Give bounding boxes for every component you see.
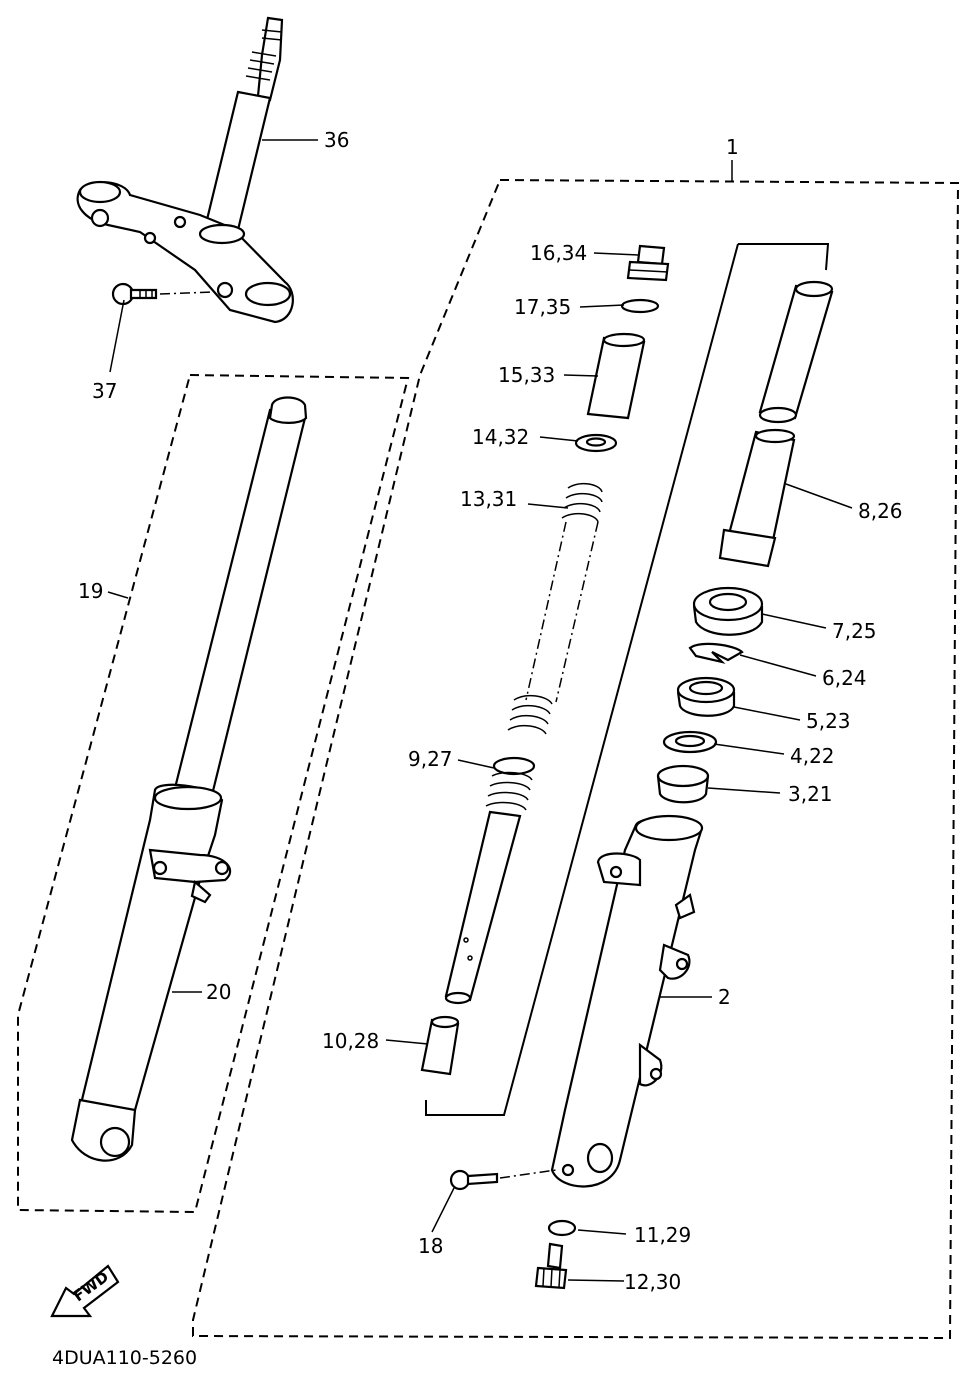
callout-7-25: 7,25 bbox=[832, 619, 877, 643]
o-ring-part-17-35 bbox=[620, 298, 660, 314]
outer-tube-part-2 bbox=[550, 814, 704, 1188]
callout-5-23: 5,23 bbox=[806, 709, 851, 733]
washer-part-14-32 bbox=[574, 433, 618, 453]
callout-1: 1 bbox=[726, 135, 739, 159]
callout-17-35: 17,35 bbox=[514, 295, 571, 319]
callout-20: 20 bbox=[206, 980, 231, 1004]
callout-37: 37 bbox=[92, 379, 117, 403]
spacer-part-15-33 bbox=[586, 332, 646, 420]
callout-2: 2 bbox=[718, 985, 731, 1009]
under-bracket-part-36 bbox=[76, 16, 294, 324]
pinch-bolt-part-37 bbox=[111, 282, 215, 306]
bolt-part-18 bbox=[449, 1169, 557, 1191]
gasket-part-11-29 bbox=[547, 1219, 577, 1237]
bolt-part-12-30 bbox=[534, 1242, 568, 1290]
callout-11-29: 11,29 bbox=[634, 1223, 691, 1247]
damper-rod-part-9-27 bbox=[444, 756, 536, 1005]
cap-bolt-part-16-34 bbox=[626, 244, 670, 282]
callout-9-27: 9,27 bbox=[408, 747, 453, 771]
assembly-boundary-19 bbox=[17, 373, 410, 1214]
bushing-part-3-21 bbox=[656, 764, 710, 804]
callout-13-31: 13,31 bbox=[460, 487, 517, 511]
callout-36: 36 bbox=[324, 128, 349, 152]
figure-code: 4DUA110-5260 bbox=[52, 1347, 197, 1369]
callout-14-32: 14,32 bbox=[472, 425, 529, 449]
callout-8-26: 8,26 bbox=[858, 499, 903, 523]
callout-10-28: 10,28 bbox=[322, 1029, 379, 1053]
callout-16-34: 16,34 bbox=[530, 241, 587, 265]
callout-12-30: 12,30 bbox=[624, 1270, 681, 1294]
fork-assembly-part-19 bbox=[70, 396, 308, 1162]
callout-15-33: 15,33 bbox=[498, 363, 555, 387]
clip-part-6-24 bbox=[688, 642, 744, 664]
seal-part-5-23 bbox=[676, 676, 736, 717]
inner-tube-part-8-26 bbox=[718, 280, 834, 568]
assembly-boundary-1 bbox=[192, 178, 960, 1340]
callout-18: 18 bbox=[418, 1234, 443, 1258]
fork-spring-part-13-31 bbox=[507, 482, 603, 735]
leader-lines bbox=[107, 139, 853, 1282]
washer-part-4-22 bbox=[662, 730, 718, 754]
fwd-arrow-icon: FWD bbox=[50, 1264, 120, 1318]
callout-4-22: 4,22 bbox=[790, 744, 835, 768]
oil-lock-piece-part-10-28 bbox=[420, 1015, 460, 1076]
inner-tube-subgroup-frame bbox=[425, 243, 830, 1116]
oil-seal-part-7-25 bbox=[692, 586, 764, 636]
callout-19: 19 bbox=[78, 579, 103, 603]
callout-3-21: 3,21 bbox=[788, 782, 833, 806]
callout-6-24: 6,24 bbox=[822, 666, 867, 690]
